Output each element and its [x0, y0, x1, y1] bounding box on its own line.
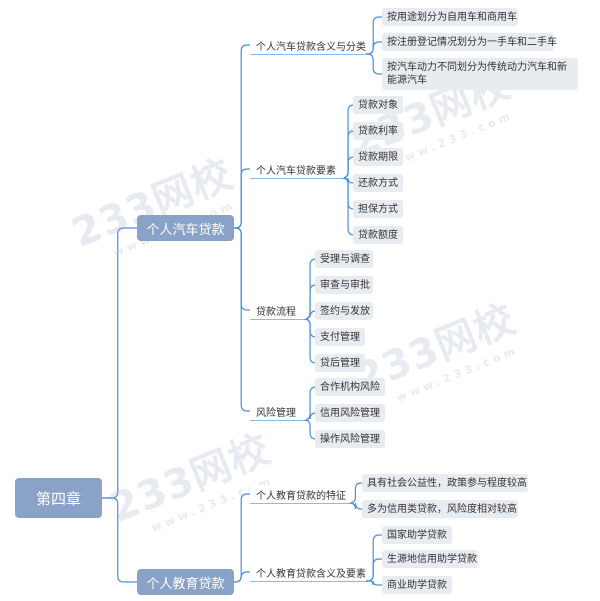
connector-line [342, 177, 355, 236]
group-node[interactable]: 个人教育贷款的特征 [250, 485, 350, 503]
leaf-node[interactable]: 签约与发放 [315, 302, 373, 320]
connector-line [234, 571, 250, 583]
connector-line [234, 493, 250, 583]
leaf-node[interactable]: 贷款期限 [353, 148, 403, 166]
connector-line [102, 497, 137, 583]
connector-line [102, 227, 137, 499]
leaf-node[interactable]: 贷后管理 [315, 354, 365, 372]
leaf-node[interactable]: 担保方式 [353, 200, 403, 218]
root-node[interactable]: 第四章 [15, 478, 102, 518]
leaf-node[interactable]: 审查与审批 [315, 276, 373, 294]
branch-node-education-loan[interactable]: 个人教育贷款 [137, 569, 234, 595]
leaf-node[interactable]: 贷款额度 [353, 226, 403, 244]
connector-line [366, 580, 382, 586]
leaf-node[interactable]: 受理与调查 [315, 250, 373, 268]
group-node[interactable]: 个人汽车贷款含义与分类 [250, 36, 366, 54]
leaf-node[interactable]: 还款方式 [353, 174, 403, 192]
connector-line [366, 16, 382, 55]
leaf-node[interactable]: 按用途划分为自用车和商用车 [382, 8, 518, 26]
leaf-node[interactable]: 贷款对象 [353, 96, 403, 114]
leaf-node[interactable]: 合作机构风险 [315, 378, 385, 396]
connector-line [366, 41, 382, 55]
branch-node-auto-loan[interactable]: 个人汽车贷款 [137, 215, 234, 241]
leaf-node[interactable]: 支付管理 [315, 328, 365, 346]
group-node[interactable]: 个人汽车贷款要素 [250, 160, 344, 178]
connector-line [304, 310, 317, 320]
leaf-node[interactable]: 操作风险管理 [315, 430, 385, 448]
connector-line [304, 318, 317, 364]
group-node[interactable]: 贷款流程 [250, 301, 306, 319]
connector-line [366, 558, 382, 582]
leaf-node[interactable]: 生源地信用助学贷款 [382, 550, 478, 568]
leaf-node[interactable]: 具有社会公益性，政策参与程度较高 [362, 474, 528, 492]
leaf-node[interactable]: 商业助学贷款 [382, 576, 452, 594]
connector-line [349, 482, 362, 504]
group-node[interactable]: 风险管理 [250, 402, 306, 420]
connector-line [234, 227, 250, 412]
group-node[interactable]: 个人教育贷款含义及要素 [250, 563, 366, 581]
leaf-node[interactable]: 信用风险管理 [315, 404, 385, 422]
leaf-node[interactable]: 国家助学贷款 [382, 526, 452, 544]
leaf-node[interactable]: 按汽车动力不同划分为传统动力汽车和新能源汽车 [382, 58, 578, 90]
connector-line [304, 419, 317, 440]
connector-line [234, 227, 250, 311]
connector-line [349, 502, 362, 510]
connector-line [234, 44, 250, 229]
leaf-node[interactable]: 贷款利率 [353, 122, 403, 140]
connector-line [234, 168, 250, 229]
connector-line [304, 412, 317, 421]
leaf-node[interactable]: 多为信用类贷款，风险度相对较高 [362, 500, 518, 518]
connector-line [366, 534, 382, 582]
leaf-node[interactable]: 按注册登记情况划分为一手车和二手车 [382, 33, 557, 51]
connector-line [366, 53, 382, 75]
